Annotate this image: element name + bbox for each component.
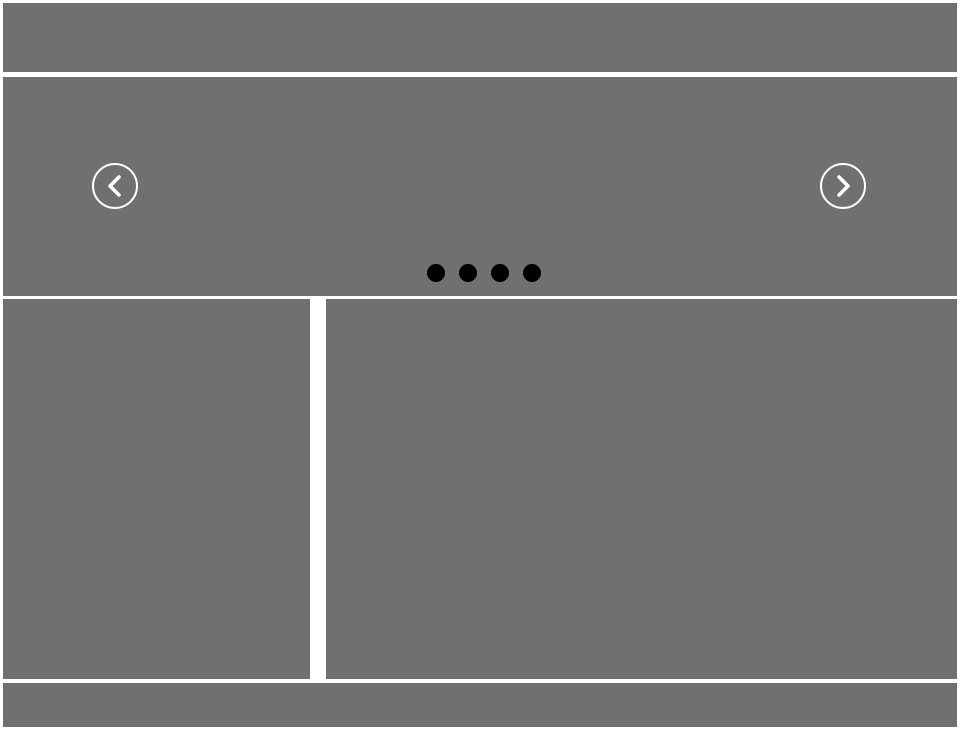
chevron-right-icon <box>837 175 850 197</box>
footer-placeholder <box>3 683 957 727</box>
sidebar-placeholder <box>3 299 310 679</box>
header-placeholder <box>3 3 957 72</box>
carousel-indicators <box>427 264 541 282</box>
carousel-indicator-4[interactable] <box>523 264 541 282</box>
carousel-indicator-2[interactable] <box>459 264 477 282</box>
carousel-indicator-3[interactable] <box>491 264 509 282</box>
chevron-left-icon <box>108 175 121 197</box>
carousel-next-button[interactable] <box>820 163 866 209</box>
main-content-placeholder <box>326 299 957 679</box>
carousel-indicator-1[interactable] <box>427 264 445 282</box>
carousel-prev-button[interactable] <box>92 163 138 209</box>
hero-carousel <box>3 77 957 296</box>
